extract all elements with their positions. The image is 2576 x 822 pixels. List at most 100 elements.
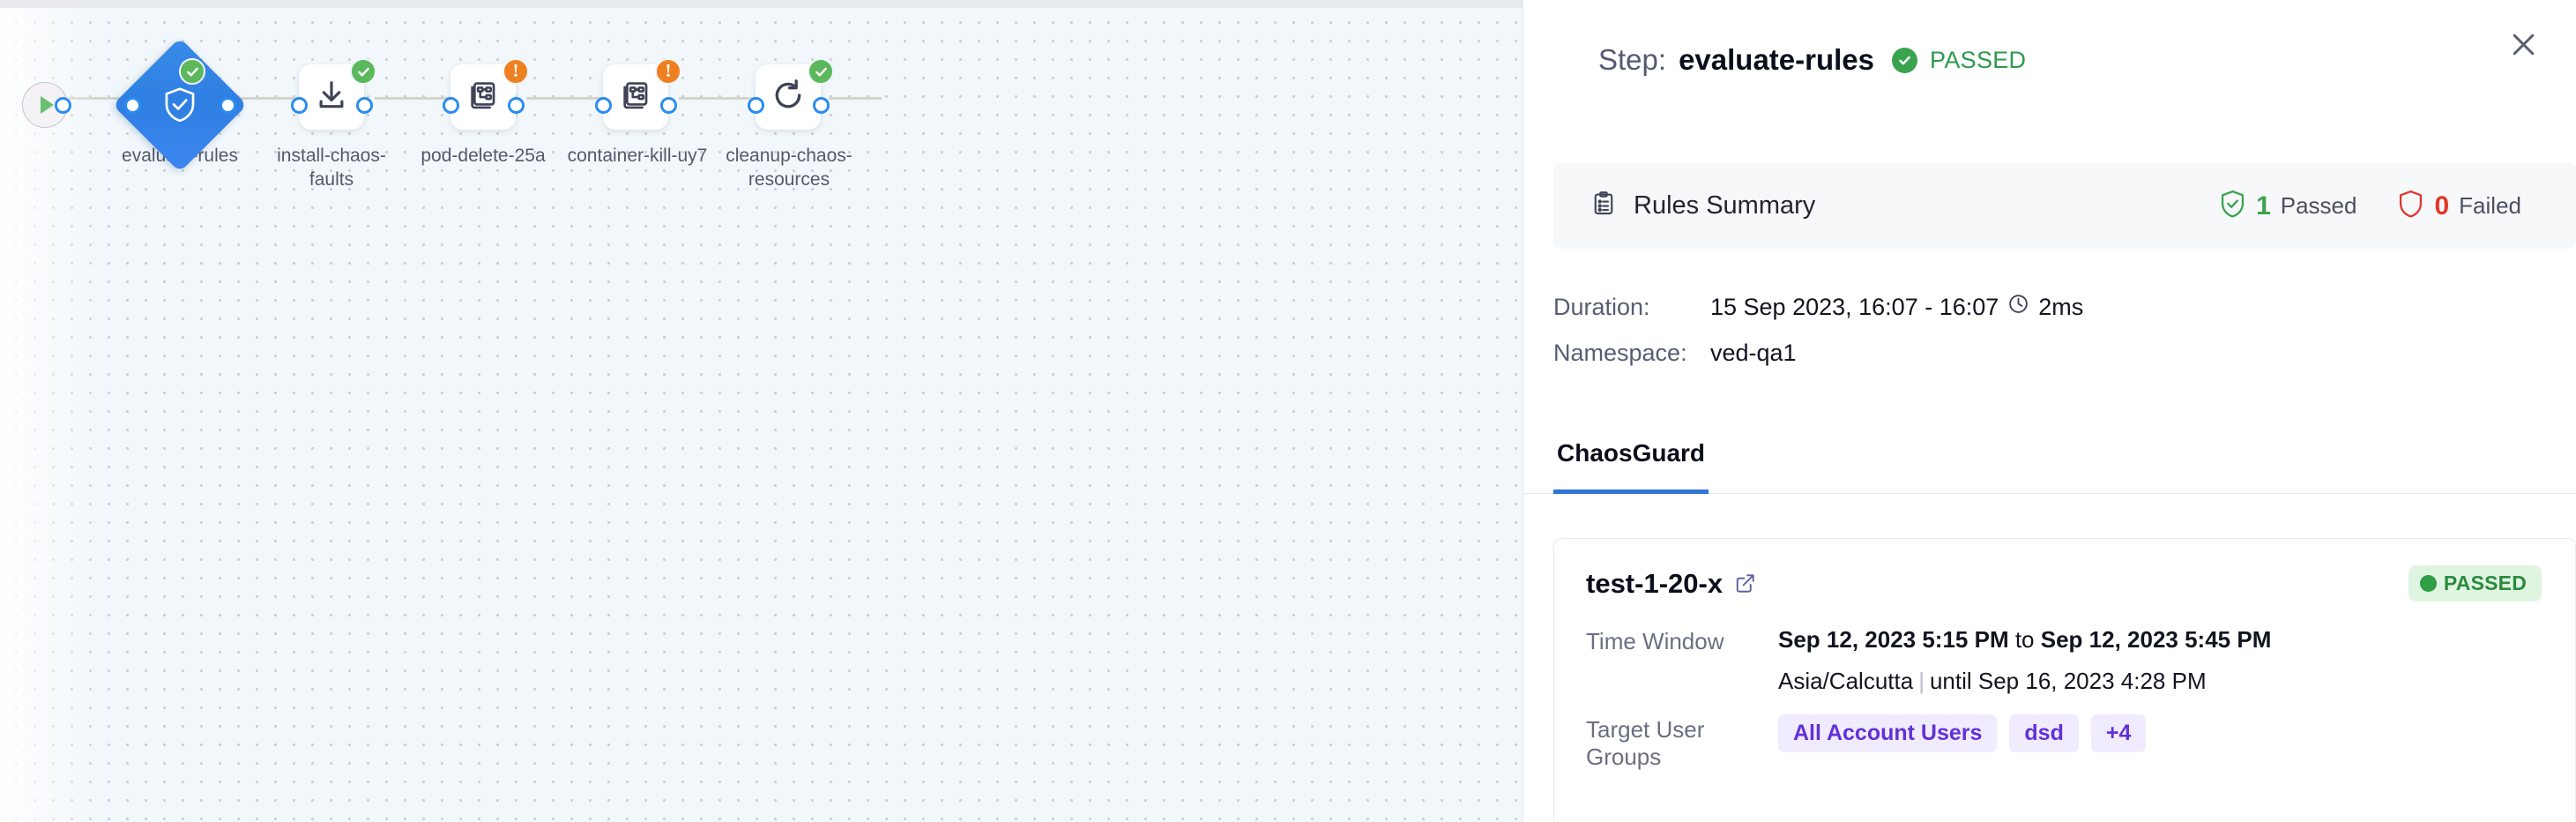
chaosguard-status-badge: PASSED — [2408, 565, 2542, 602]
rules-passed-stat: 1 Passed — [2219, 190, 2356, 223]
shield-check-icon — [2219, 190, 2246, 223]
page-title: Step: evaluate-rules PASSED — [1598, 43, 2026, 77]
namespace-value: ved-qa1 — [1710, 339, 1797, 366]
panel-title-prefix: Step: — [1598, 43, 1667, 76]
rules-passed-label: Passed — [2280, 192, 2357, 219]
edge-start-to-evaluate-rules — [69, 97, 148, 100]
panel-top-strip — [1523, 0, 2576, 6]
chaosguard-rule-rows: Time Window Sep 12, 2023 5:15 PM to Sep … — [1554, 602, 2575, 771]
panel-header: Step: evaluate-rules PASSED — [1523, 6, 2576, 114]
download-icon — [315, 78, 348, 116]
user-group-chip-overflow[interactable]: +4 — [2090, 714, 2147, 752]
chaosguard-rule-card[interactable]: test-1-20-x PASSED Time Window — [1553, 538, 2576, 822]
port-pod-delete-in[interactable] — [443, 97, 459, 114]
row-time-window: Time Window Sep 12, 2023 5:15 PM to Sep … — [1586, 626, 2543, 695]
subline-separator: | — [1918, 668, 1925, 694]
shield-check-icon — [132, 57, 227, 153]
status-badge-success-cleanup-chaos-resources — [808, 58, 834, 85]
row-target-user-groups: Target User Groups All Account Users dsd… — [1586, 714, 2543, 771]
port-evaluate-rules-out[interactable] — [220, 97, 236, 114]
node-label-container-kill-uy7: container-kill-uy7 — [567, 146, 708, 166]
edge-container-kill-to-cleanup — [679, 97, 771, 100]
node-label-line1: cleanup-chaos- — [726, 146, 852, 166]
chaosguard-status-text: PASSED — [2443, 572, 2527, 594]
port-evaluate-rules-in[interactable] — [124, 97, 141, 114]
status-badge: PASSED — [1930, 46, 2027, 73]
time-window-start: Sep 12, 2023 5:15 PM — [1778, 626, 2009, 653]
namespace-label: Namespace: — [1553, 339, 1687, 366]
port-start-out[interactable] — [55, 97, 71, 114]
time-window-value: Sep 12, 2023 5:15 PM to Sep 12, 2023 5:4… — [1778, 626, 2271, 695]
time-window-until: until Sep 16, 2023 4:28 PM — [1929, 668, 2207, 694]
user-group-chip[interactable]: dsd — [2009, 714, 2079, 752]
chaos-fault-icon — [619, 78, 652, 116]
rules-summary-stats: 1 Passed 0 Failed — [2219, 190, 2521, 223]
target-user-groups-label: Target User Groups — [1586, 716, 1705, 770]
node-label-line2: resources — [748, 168, 830, 190]
user-group-chip[interactable]: All Account Users — [1778, 714, 1998, 752]
node-label-install-chaos-faults: install-chaos- faults — [261, 145, 402, 192]
duration-label: Duration: — [1553, 293, 1650, 320]
duration-range: 15 Sep 2023, 16:07 - 16:07 — [1710, 293, 1999, 320]
rules-failed-stat: 0 Failed — [2397, 190, 2521, 223]
node-label-cleanup-chaos-resources: cleanup-chaos- resources — [705, 145, 873, 192]
refresh-icon — [771, 78, 806, 117]
check-circle-icon — [1892, 47, 1918, 73]
step-details-list: Duration: 15 Sep 2023, 16:07 - 16:07 2ms… — [1553, 284, 2083, 376]
close-icon — [2509, 30, 2538, 64]
port-install-out[interactable] — [356, 97, 373, 114]
clipboard-icon — [1590, 191, 1617, 221]
rules-summary-bar: Rules Summary 1 Passed — [1553, 163, 2576, 249]
rules-summary-left: Rules Summary — [1590, 191, 1815, 221]
node-evaluate-rules[interactable] — [112, 37, 248, 173]
step-details-panel: Step: evaluate-rules PASSED — [1523, 0, 2576, 822]
chaosguard-card-header: test-1-20-x PASSED — [1554, 539, 2575, 602]
rules-failed-count: 0 — [2434, 191, 2450, 220]
shield-icon — [2397, 190, 2424, 223]
port-container-kill-in[interactable] — [595, 97, 612, 114]
panel-step-name: evaluate-rules — [1679, 43, 1875, 76]
time-window-end: Sep 12, 2023 5:45 PM — [2040, 626, 2272, 653]
rules-summary-title: Rules Summary — [1634, 191, 1816, 220]
chaosguard-rule-name: test-1-20-x — [1586, 567, 1724, 599]
external-link-icon[interactable] — [1734, 572, 1756, 594]
clock-icon — [2007, 293, 2029, 321]
detail-row-duration: Duration: 15 Sep 2023, 16:07 - 16:07 2ms — [1553, 284, 2083, 330]
node-label-line1: install-chaos- — [277, 146, 386, 166]
edge-install-to-pod-delete — [375, 97, 467, 100]
panel-tabs: ChaosGuard — [1523, 434, 2576, 494]
canvas-left-fade — [0, 8, 106, 822]
node-label-line2: faults — [309, 168, 354, 190]
edge-pod-delete-to-container-kill — [526, 97, 619, 100]
node-label-pod-delete-25a: pod-delete-25a — [421, 146, 546, 166]
chaos-fault-icon — [466, 78, 500, 116]
duration-elapsed: 2ms — [2038, 293, 2084, 320]
status-badge-success-evaluate-rules — [179, 58, 205, 85]
port-install-in[interactable] — [291, 97, 308, 114]
exclamation-icon: ! — [512, 59, 519, 81]
detail-row-namespace: Namespace: ved-qa1 — [1553, 330, 2083, 376]
rules-failed-label: Failed — [2459, 192, 2521, 219]
time-window-label: Time Window — [1586, 628, 1724, 654]
status-dot-icon — [2419, 575, 2437, 592]
edge-evaluate-to-install — [227, 97, 316, 100]
exclamation-icon: ! — [665, 59, 672, 81]
time-window-subline: Asia/Calcutta|until Sep 16, 2023 4:28 PM — [1778, 668, 2271, 695]
time-window-timezone: Asia/Calcutta — [1778, 668, 1914, 694]
port-container-kill-out[interactable] — [660, 97, 677, 114]
tab-chaosguard[interactable]: ChaosGuard — [1553, 434, 1709, 494]
port-cleanup-out[interactable] — [813, 97, 830, 114]
port-cleanup-in[interactable] — [748, 97, 764, 114]
port-pod-delete-out[interactable] — [508, 97, 525, 114]
target-user-groups-chips: All Account Users dsd +4 — [1778, 714, 2147, 752]
status-badge-warning-container-kill-uy7: ! — [655, 58, 681, 85]
duration-value: 15 Sep 2023, 16:07 - 16:07 2ms — [1710, 293, 2083, 321]
rules-passed-count: 1 — [2256, 191, 2271, 220]
status-badge-success-install-chaos-faults — [350, 58, 376, 85]
top-divider-strip — [0, 0, 1523, 8]
edge-cleanup-outgoing — [829, 97, 882, 100]
play-icon — [40, 96, 54, 114]
pipeline-canvas[interactable]: evaluate-rules install-chaos- faults — [0, 8, 1523, 822]
close-panel-button[interactable] — [2495, 19, 2551, 75]
